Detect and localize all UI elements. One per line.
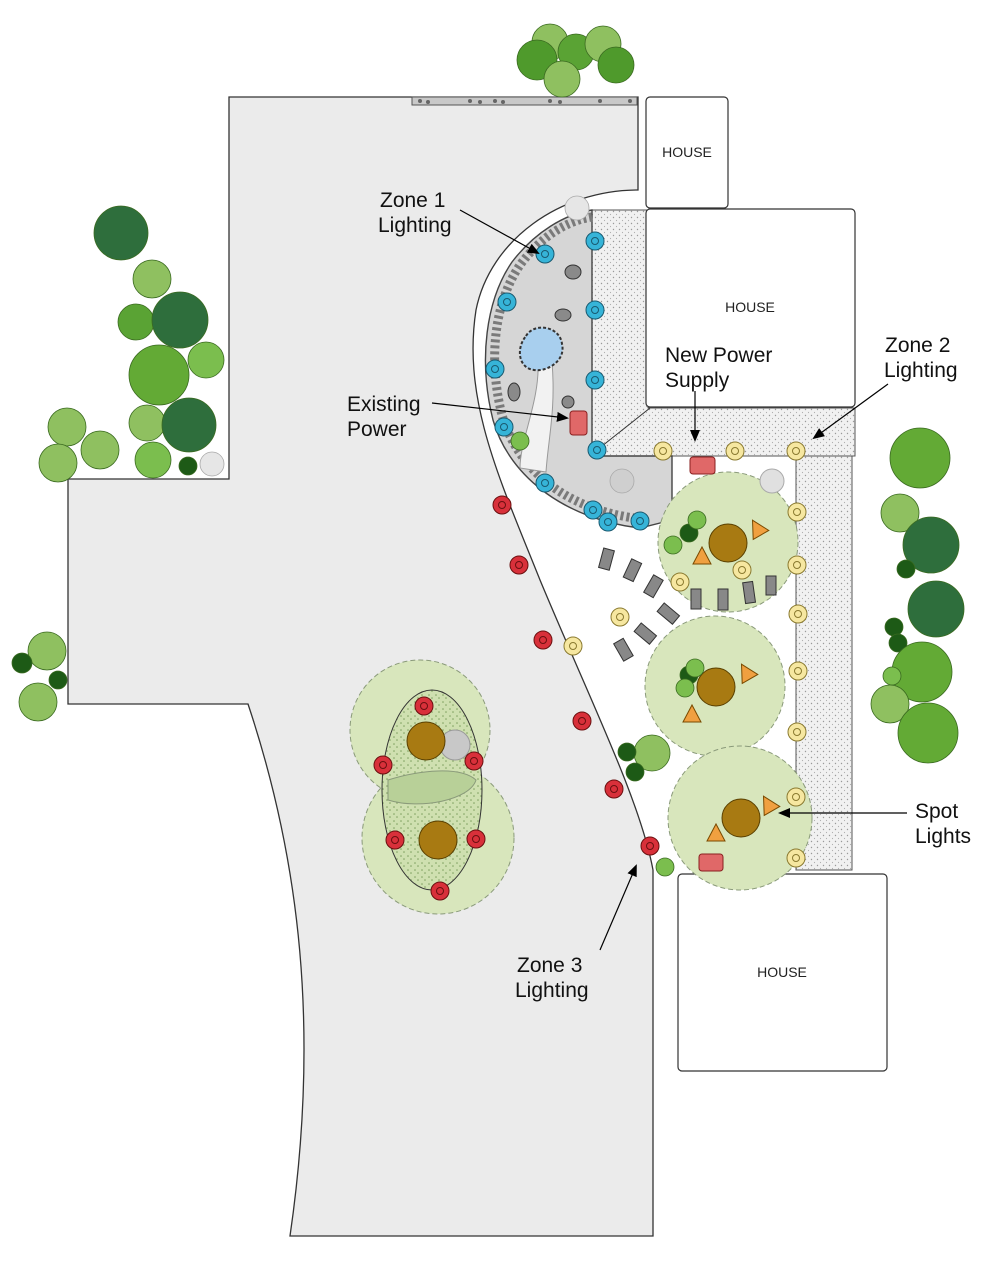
tree-trunk	[406, 721, 446, 761]
house-label: HOUSE	[757, 964, 807, 980]
red-path-light-icon	[373, 755, 393, 775]
spot-lights	[682, 519, 781, 842]
red-path-light-icon	[430, 881, 450, 901]
callout-line: Supply	[665, 369, 730, 392]
callout-line: Spot	[915, 800, 958, 823]
blue-path-light-icon	[494, 417, 514, 437]
blue-path-light-icon	[585, 231, 605, 251]
blue-path-light-icon	[535, 473, 555, 493]
blue-path-light-icon	[630, 511, 650, 531]
yellow-path-light-icon	[788, 604, 808, 624]
house-main	[645, 208, 856, 408]
orange-spot-light-icon	[751, 519, 770, 541]
yellow-path-light-icon	[610, 607, 630, 627]
orange-spot-light-icon	[762, 795, 781, 817]
zone1-lights	[485, 231, 650, 532]
callout-line: Existing	[347, 393, 421, 416]
blue-path-light-icon	[587, 440, 607, 460]
power-box-spot	[698, 853, 724, 872]
blue-path-light-icon	[585, 370, 605, 390]
callout-line: Zone 2	[885, 334, 950, 357]
yellow-path-light-icon	[788, 661, 808, 681]
red-path-light-icon	[533, 630, 553, 650]
callout-line: Lighting	[515, 979, 589, 1002]
callout-line: Zone 1	[380, 189, 445, 212]
blue-path-light-icon	[535, 244, 555, 264]
red-path-light-icon	[640, 836, 660, 856]
red-path-light-icon	[466, 829, 486, 849]
red-path-light-icon	[572, 711, 592, 731]
house-label: HOUSE	[662, 144, 712, 160]
fence-planter	[411, 96, 638, 106]
patio-stone-border	[490, 212, 635, 523]
lawn-area	[67, 96, 654, 1237]
zone3-lights	[373, 495, 660, 901]
trees-right	[644, 468, 813, 891]
red-path-light-icon	[385, 830, 405, 850]
yellow-path-light-icon	[787, 502, 807, 522]
yellow-path-light-icon	[786, 848, 806, 868]
yellow-path-light-icon	[786, 787, 806, 807]
yellow-path-light-icon	[732, 560, 752, 580]
red-path-light-icon	[604, 779, 624, 799]
orange-spot-light-icon	[692, 545, 712, 565]
yellow-path-light-icon	[725, 441, 745, 461]
power-box-new	[689, 456, 716, 475]
power-box-existing	[569, 410, 588, 436]
blue-path-light-icon	[583, 500, 603, 520]
callout-line: Zone 3	[517, 954, 582, 977]
callout-line: Lights	[915, 825, 971, 848]
red-path-light-icon	[414, 696, 434, 716]
zone2-lights	[563, 441, 808, 868]
house-top-small	[645, 96, 729, 209]
callout-line: Lighting	[884, 359, 958, 382]
pond	[518, 326, 564, 372]
tree-trunk	[696, 667, 736, 707]
blue-path-light-icon	[485, 359, 505, 379]
red-path-light-icon	[464, 751, 484, 771]
tree-trunk	[708, 523, 748, 563]
house-label: HOUSE	[725, 299, 775, 315]
red-path-light-icon	[492, 495, 512, 515]
red-path-light-icon	[509, 555, 529, 575]
tree-cluster-left	[349, 659, 515, 915]
wire-line	[596, 407, 651, 451]
callout-line: Lighting	[378, 214, 452, 237]
tree-trunk	[721, 798, 761, 838]
orange-spot-light-icon	[682, 703, 702, 723]
yellow-path-light-icon	[563, 636, 583, 656]
yellow-path-light-icon	[786, 441, 806, 461]
blue-path-light-icon	[497, 292, 517, 312]
orange-spot-light-icon	[706, 822, 726, 842]
callout-line: New Power	[665, 344, 772, 367]
yellow-path-light-icon	[787, 555, 807, 575]
shrubs	[11, 23, 965, 877]
yellow-path-light-icon	[670, 572, 690, 592]
callout-line: Power	[347, 418, 407, 441]
stepping-stones	[597, 547, 777, 662]
blue-path-light-icon	[598, 512, 618, 532]
orange-spot-light-icon	[740, 663, 759, 685]
blue-path-light-icon	[585, 300, 605, 320]
yellow-path-light-icon	[653, 441, 673, 461]
tree-trunk	[418, 820, 458, 860]
yellow-path-light-icon	[787, 722, 807, 742]
